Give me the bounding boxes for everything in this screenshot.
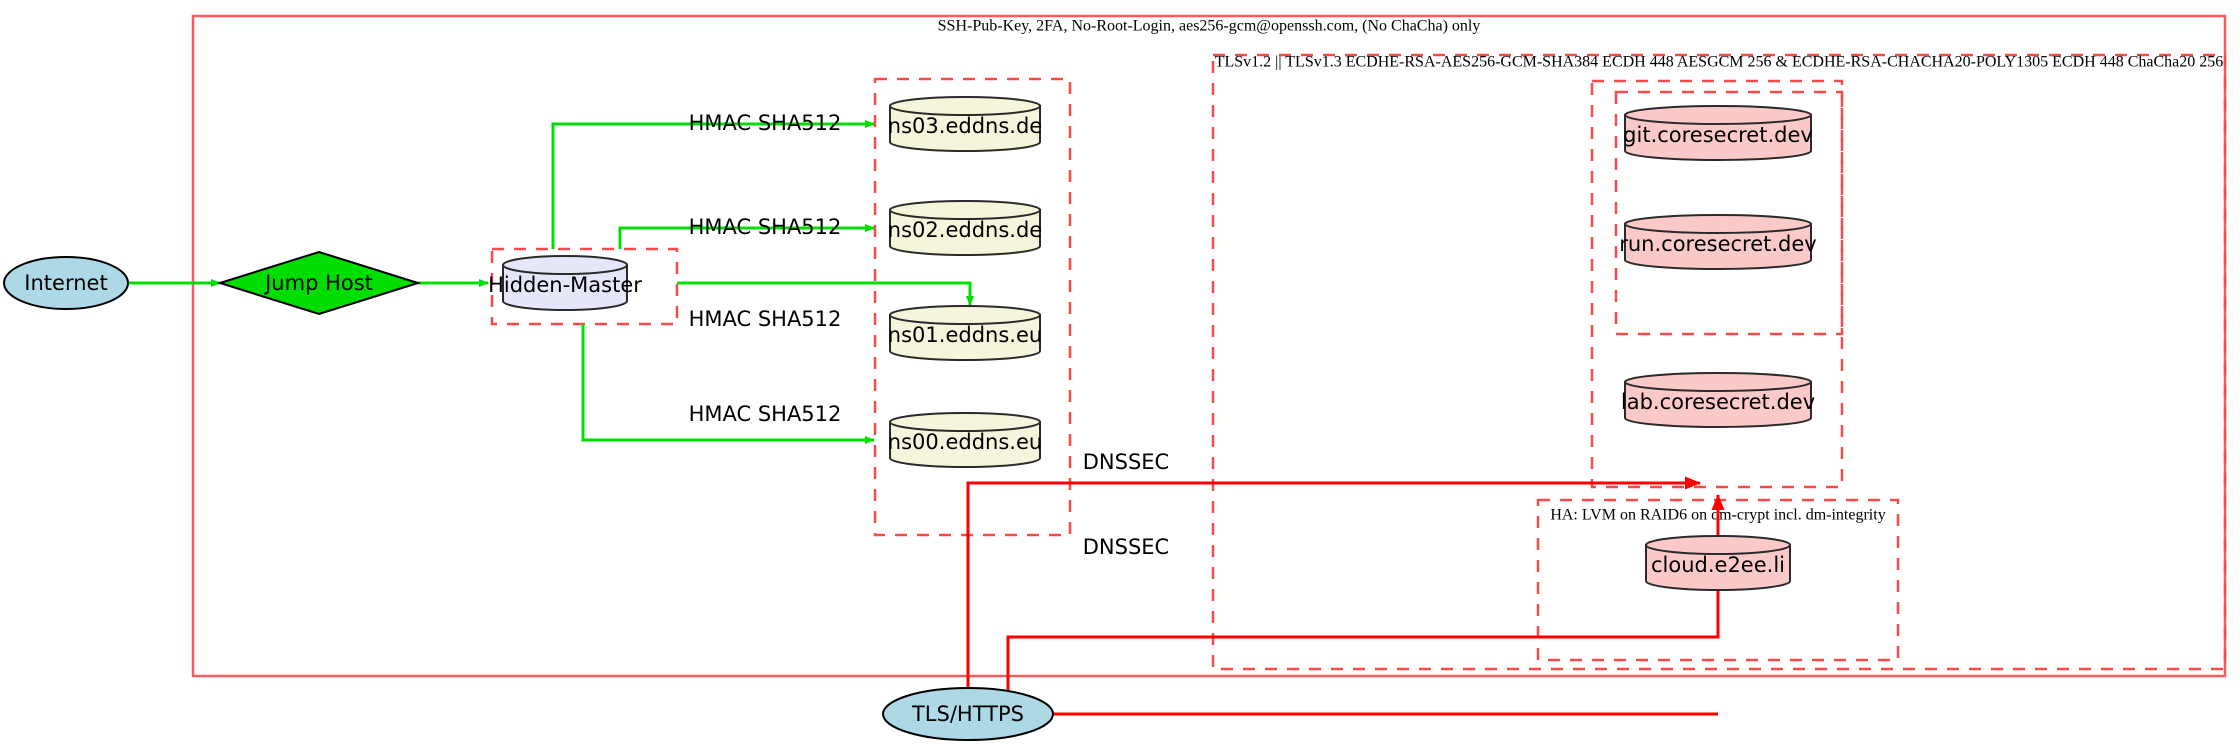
edge-hiddenmaster-ns01 bbox=[677, 281, 974, 306]
cluster-tls-label: TLSv1.2 || TLSv1.3 ECDHE-RSA-AES256-GCM-… bbox=[1215, 54, 2224, 71]
node-ns01-label: ns01.eddns.eu bbox=[888, 323, 1042, 347]
node-cloud-e2ee-label: cloud.e2ee.li bbox=[1651, 553, 1785, 577]
node-jump-host-label: Jump Host bbox=[263, 271, 373, 295]
node-git-coresecret-label: git.coresecret.dev bbox=[1623, 123, 1813, 147]
cluster-tls-box bbox=[1211, 53, 2227, 671]
edge-hiddenmaster-ns03 bbox=[551, 120, 875, 249]
node-ns01[interactable]: ns01.eddns.eu bbox=[888, 305, 1042, 361]
node-git-coresecret[interactable]: git.coresecret.dev bbox=[1623, 105, 1813, 161]
node-run-coresecret[interactable]: run.coresecret.dev bbox=[1619, 214, 1817, 270]
edge-hiddenmaster-ns00 bbox=[581, 324, 875, 444]
node-hidden-master[interactable]: Hidden-Master bbox=[488, 255, 642, 311]
edge-label-hmac-ns01: HMAC SHA512 bbox=[689, 307, 842, 331]
node-ns02-label: ns02.eddns.de bbox=[888, 218, 1042, 242]
edge-dnssec-lower bbox=[1006, 494, 1725, 714]
node-ns02[interactable]: ns02.eddns.de bbox=[888, 200, 1042, 256]
cluster-ssh-label: SSH-Pub-Key, 2FA, No-Root-Login, aes256-… bbox=[938, 18, 1481, 35]
edge-label-hmac-ns03: HMAC SHA512 bbox=[689, 111, 842, 135]
node-ns03-label: ns03.eddns.de bbox=[888, 114, 1042, 138]
node-ns00[interactable]: ns00.eddns.eu bbox=[888, 412, 1042, 468]
node-ns03[interactable]: ns03.eddns.de bbox=[888, 96, 1042, 152]
cluster-ns-box bbox=[873, 77, 1072, 537]
node-lab-coresecret[interactable]: lab.coresecret.dev bbox=[1621, 372, 1815, 428]
node-hidden-master-label: Hidden-Master bbox=[488, 273, 642, 297]
node-tls-https[interactable]: TLS/HTTPS bbox=[882, 687, 1054, 741]
node-ns00-label: ns00.eddns.eu bbox=[888, 430, 1042, 454]
cluster-ssh-box bbox=[191, 14, 2227, 678]
node-run-coresecret-label: run.coresecret.dev bbox=[1619, 232, 1817, 256]
node-jump-host[interactable]: Jump Host bbox=[216, 250, 422, 316]
node-lab-coresecret-label: lab.coresecret.dev bbox=[1621, 390, 1815, 414]
edge-label-hmac-ns02: HMAC SHA512 bbox=[689, 215, 842, 239]
node-internet-label: Internet bbox=[24, 271, 107, 295]
cluster-coresecret-box bbox=[1590, 79, 1844, 489]
edge-dnssec-upper bbox=[966, 476, 1701, 714]
cluster-coresecret-inner-box bbox=[1614, 90, 1844, 336]
edge-label-dnssec-lower: DNSSEC bbox=[1083, 535, 1169, 559]
node-internet[interactable]: Internet bbox=[3, 256, 129, 310]
node-cloud-e2ee[interactable]: cloud.e2ee.li bbox=[1645, 535, 1791, 591]
edge-hiddenmaster-ns02 bbox=[618, 224, 875, 249]
edge-label-dnssec-upper: DNSSEC bbox=[1083, 450, 1169, 474]
node-tls-https-label: TLS/HTTPS bbox=[911, 702, 1024, 726]
edge-label-hmac-ns00: HMAC SHA512 bbox=[689, 402, 842, 426]
